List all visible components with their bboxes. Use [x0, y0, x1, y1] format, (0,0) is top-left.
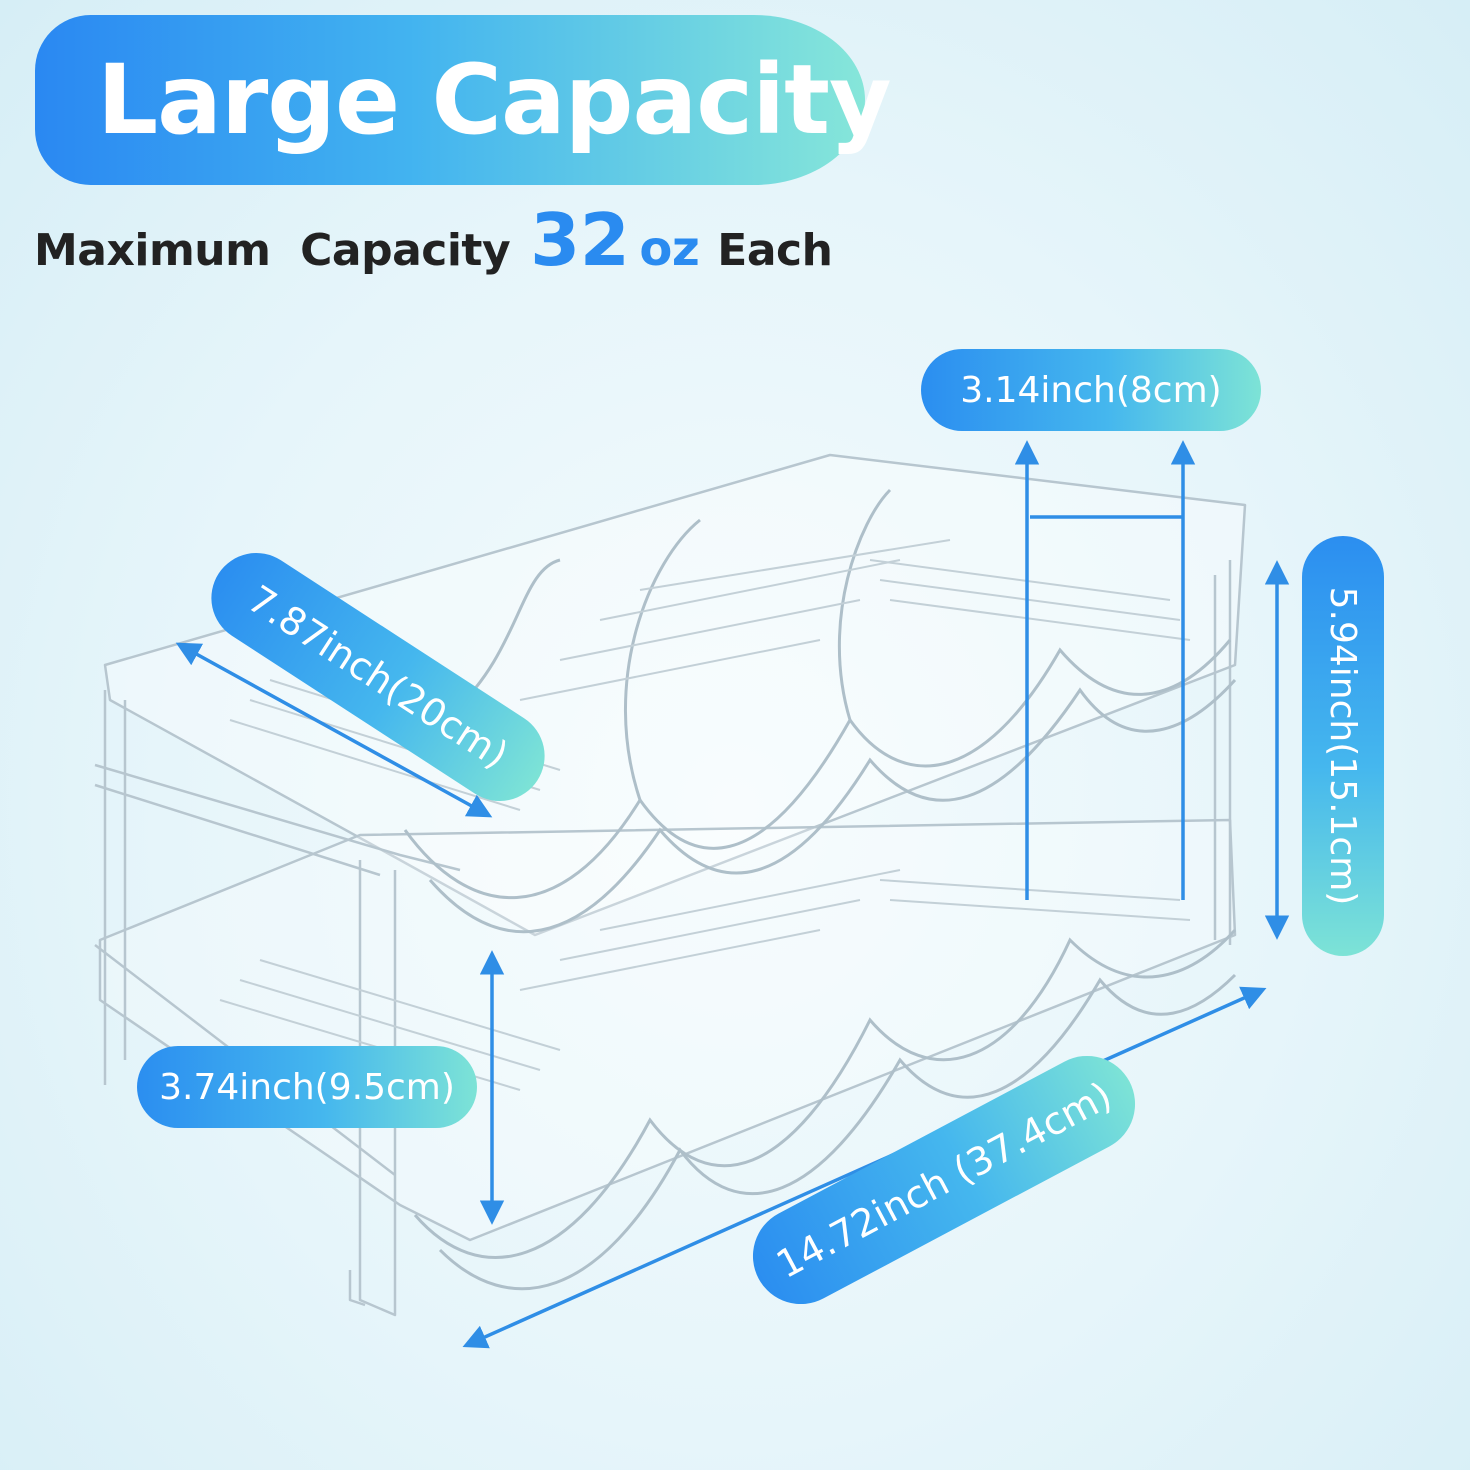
slot-width-text: 3.14inch(8cm)	[960, 369, 1222, 411]
slot-width-label: 3.14inch(8cm)	[921, 349, 1261, 431]
page-title: Large Capacity	[97, 44, 892, 156]
height-text: 5.94inch(15.1cm)	[1322, 586, 1364, 906]
tier-gap-label: 3.74inch(9.5cm)	[137, 1046, 477, 1128]
capacity-number: 32	[530, 198, 630, 282]
subtitle-prefix: Maximum Capacity	[34, 225, 511, 276]
capacity-subtitle: Maximum Capacity 32 oz Each	[34, 198, 833, 288]
subtitle-suffix: Each	[717, 225, 833, 276]
upper-tier-bottle-cradles	[403, 488, 1237, 934]
height-label: 5.94inch(15.1cm)	[1302, 536, 1384, 956]
title-banner: Large Capacity	[35, 15, 892, 185]
tier-gap-text: 3.74inch(9.5cm)	[159, 1066, 455, 1108]
capacity-unit: oz	[639, 221, 700, 277]
